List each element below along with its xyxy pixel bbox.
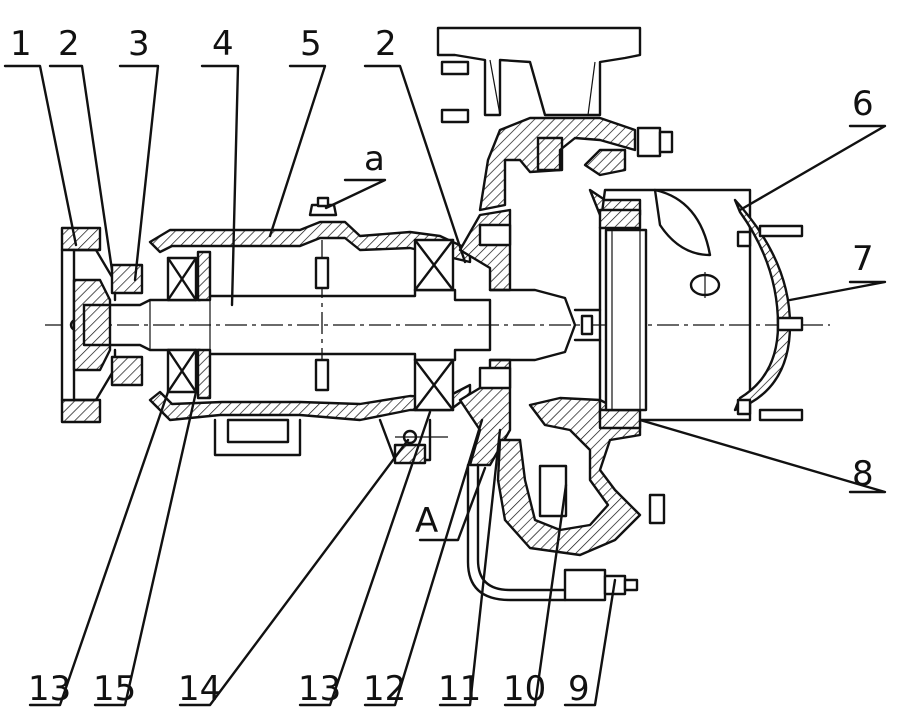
leader-lines bbox=[3, 64, 887, 707]
seal-assembly bbox=[395, 208, 602, 467]
volute-casing bbox=[478, 116, 642, 557]
discharge-flange bbox=[436, 26, 674, 158]
label-right-7: 7 bbox=[852, 239, 874, 279]
label-bottom-10: 10 bbox=[503, 669, 546, 709]
label-top-1: 1 bbox=[10, 24, 32, 64]
pump-drawing bbox=[45, 26, 830, 602]
label-bottom-12: 12 bbox=[363, 669, 406, 709]
left-bearing bbox=[110, 250, 212, 400]
label-bottom-13b: 13 bbox=[298, 669, 341, 709]
label-section-A: A bbox=[415, 501, 438, 541]
coupling bbox=[60, 226, 117, 424]
part-number-labels: 1 2 3 4 5 2 a 6 7 8 A 13 15 14 13 12 11 … bbox=[10, 24, 874, 709]
label-a: a bbox=[364, 139, 385, 179]
label-bottom-13a: 13 bbox=[28, 669, 71, 709]
label-top-3: 3 bbox=[128, 24, 150, 64]
label-top-2b: 2 bbox=[375, 24, 397, 64]
label-top-2: 2 bbox=[58, 24, 80, 64]
label-right-6: 6 bbox=[852, 84, 874, 124]
label-bottom-11: 11 bbox=[438, 669, 481, 709]
right-bearing bbox=[413, 238, 455, 412]
suction-cover bbox=[598, 188, 804, 430]
label-top-4: 4 bbox=[212, 24, 234, 64]
drain-line bbox=[466, 463, 666, 602]
label-bottom-9: 9 bbox=[568, 669, 590, 709]
label-top-5: 5 bbox=[300, 24, 322, 64]
label-right-8: 8 bbox=[852, 454, 874, 494]
bearing-housing bbox=[148, 196, 472, 457]
label-bottom-14: 14 bbox=[178, 669, 221, 709]
label-bottom-15: 15 bbox=[93, 669, 136, 709]
